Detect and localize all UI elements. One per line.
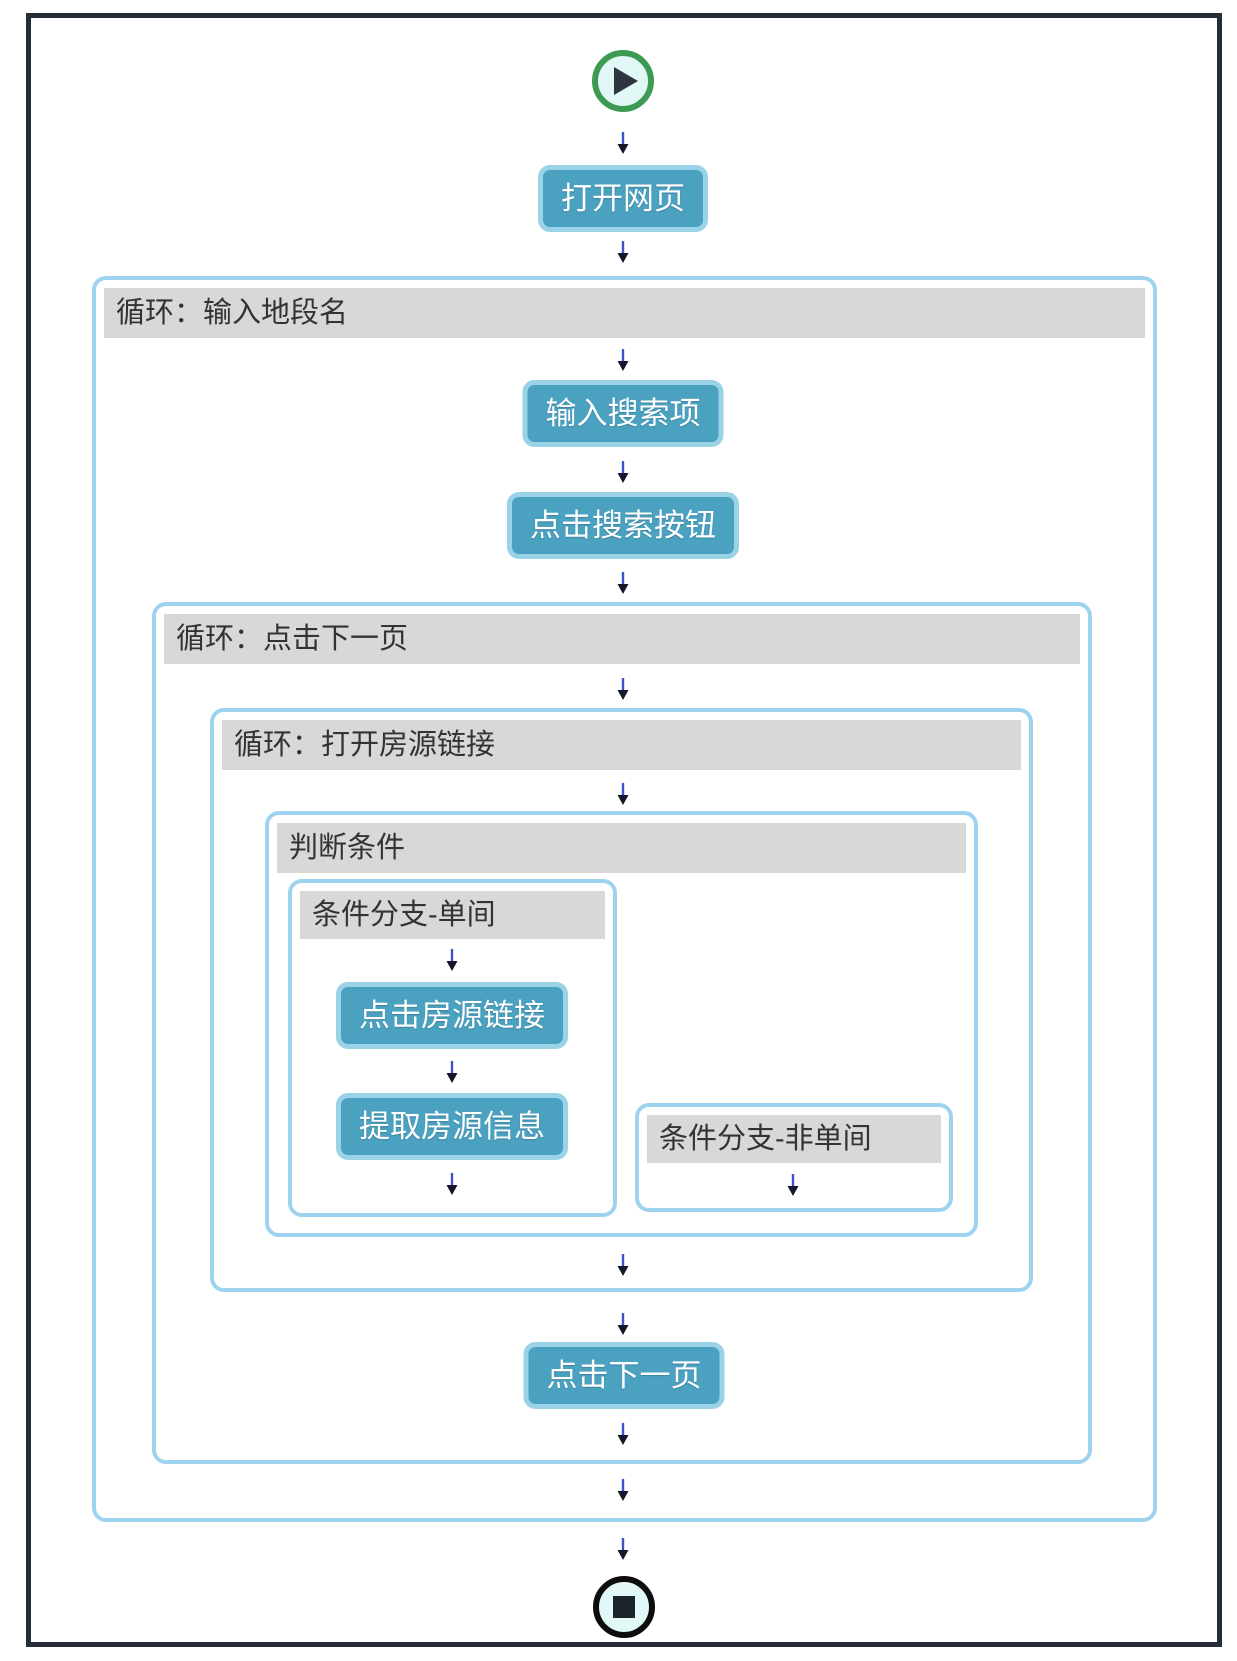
loop-header-click-next-page[interactable]: 循环：点击下一页	[164, 614, 1080, 664]
down-arrow-icon	[617, 349, 629, 371]
condition-header[interactable]: 判断条件	[277, 823, 966, 873]
branch-box-single-room[interactable]: 条件分支-单间	[288, 879, 617, 1217]
loop-header-open-listing-links[interactable]: 循环：打开房源链接	[222, 720, 1021, 770]
down-arrow-icon	[617, 241, 629, 263]
down-arrow-icon	[617, 1254, 629, 1276]
down-arrow-icon	[617, 572, 629, 594]
stop-icon	[613, 1596, 635, 1618]
branch-header-not-single-room[interactable]: 条件分支-非单间	[647, 1115, 941, 1163]
down-arrow-icon	[446, 949, 458, 971]
branch-header-single-room[interactable]: 条件分支-单间	[300, 891, 605, 939]
branch-box-not-single-room[interactable]: 条件分支-非单间	[635, 1103, 953, 1212]
loop-header-input-location[interactable]: 循环：输入地段名	[104, 288, 1145, 338]
down-arrow-icon	[617, 132, 629, 154]
end-node[interactable]	[593, 1576, 655, 1638]
node-click-search-button[interactable]: 点击搜索按钮	[507, 492, 739, 559]
loop-box-open-listing-links[interactable]: 循环：打开房源链接	[210, 708, 1033, 1292]
down-arrow-icon	[617, 1313, 629, 1335]
down-arrow-icon	[446, 1061, 458, 1083]
down-arrow-icon	[617, 783, 629, 805]
loop-box-input-location[interactable]: 循环：输入地段名	[92, 276, 1157, 1522]
play-icon	[614, 67, 638, 95]
node-extract-listing-info[interactable]: 提取房源信息	[336, 1093, 568, 1160]
node-click-next-page[interactable]: 点击下一页	[523, 1342, 725, 1409]
condition-box[interactable]: 判断条件	[265, 811, 978, 1237]
down-arrow-icon	[446, 1173, 458, 1195]
down-arrow-icon	[787, 1174, 799, 1196]
node-open-webpage[interactable]: 打开网页	[538, 165, 708, 232]
down-arrow-icon	[617, 1538, 629, 1560]
down-arrow-icon	[617, 1423, 629, 1445]
loop-box-click-next-page[interactable]: 循环：点击下一页	[152, 602, 1092, 1464]
start-node[interactable]	[592, 50, 654, 112]
down-arrow-icon	[617, 1479, 629, 1501]
node-input-search-term[interactable]: 输入搜索项	[522, 380, 724, 447]
down-arrow-icon	[617, 678, 629, 700]
node-click-listing-link[interactable]: 点击房源链接	[336, 982, 568, 1049]
down-arrow-icon	[617, 461, 629, 483]
